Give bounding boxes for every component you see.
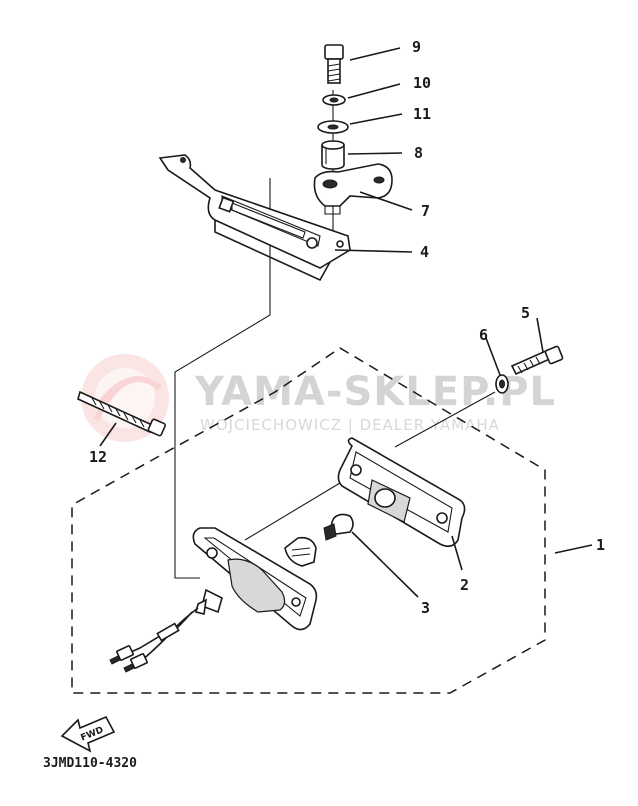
part-4-bracket	[158, 154, 351, 282]
part-1-lamp-assembly	[109, 527, 318, 673]
assembly-guide-lines	[71, 90, 546, 694]
leader-11	[349, 113, 403, 125]
watermark-dealer: WOJCIECHOWICZ | DEALER YAMAHA	[200, 416, 500, 434]
callout-11: 11	[413, 105, 431, 123]
leader-4	[334, 249, 413, 253]
callout-7: 7	[421, 202, 430, 220]
leader-2	[451, 535, 463, 571]
part-8-collar	[321, 140, 345, 170]
part-11-washer	[317, 120, 349, 134]
leader-5	[536, 317, 544, 353]
part-5-screw	[510, 345, 564, 376]
part-10-washer	[322, 94, 346, 106]
phantom-line-lens	[244, 479, 346, 541]
leader-10	[347, 83, 401, 99]
part-6-washer	[495, 374, 509, 394]
part-2-lens	[337, 437, 466, 548]
callout-5: 5	[521, 304, 530, 322]
phantom-line-bracket	[174, 178, 271, 579]
callout-9: 9	[412, 38, 421, 56]
leader-9	[349, 47, 401, 61]
watermark: YAMA-SKLEP.PL WOJCIECHOWICZ | DEALER YAM…	[81, 354, 555, 442]
part-3-bulb	[323, 513, 354, 541]
callout-4: 4	[420, 243, 429, 261]
callout-8: 8	[414, 144, 423, 162]
diagram-code: 3JMD110-4320	[43, 756, 137, 771]
callout-2: 2	[460, 576, 469, 594]
callout-10: 10	[413, 74, 431, 92]
leader-12	[99, 422, 117, 447]
callout-6: 6	[479, 326, 488, 344]
watermark-logo	[81, 354, 169, 442]
callout-3: 3	[421, 599, 430, 617]
part-7-stay	[313, 163, 393, 215]
part-12-cable-tie	[77, 390, 166, 437]
part-9-bolt	[324, 44, 344, 84]
assembly-outline-dashed	[71, 347, 546, 694]
leader-7	[359, 191, 413, 211]
fwd-arrow: FWD	[60, 715, 116, 753]
phantom-line-bolt	[394, 391, 496, 448]
leader-lines	[99, 47, 593, 598]
callout-numbers: 9 10 11 8 7 4 5 6 12 1 2 3	[89, 38, 605, 617]
leader-1	[554, 544, 593, 554]
callout-12: 12	[89, 448, 107, 466]
callout-1: 1	[596, 536, 605, 554]
leader-8	[347, 152, 403, 155]
leader-3	[351, 531, 419, 598]
leader-6	[485, 337, 501, 376]
